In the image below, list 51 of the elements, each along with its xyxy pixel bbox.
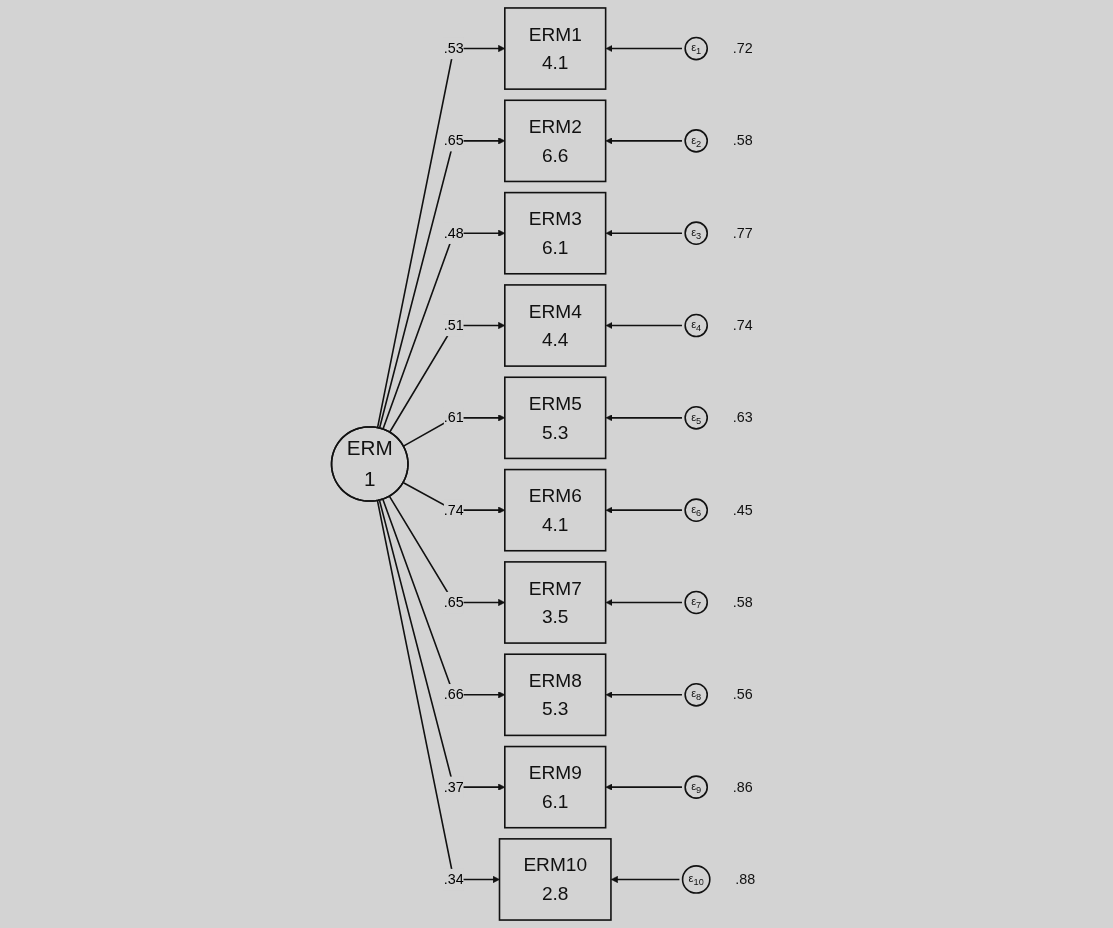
arrow [605, 599, 683, 606]
edge-label: .37 [443, 778, 464, 795]
arrow [605, 506, 683, 514]
node-label: .63 [732, 409, 753, 426]
node-label: .58 [732, 132, 753, 149]
node-label: .88 [735, 871, 756, 888]
node-circle: ε$_{5}$ [684, 406, 709, 430]
edge-label: .48 [443, 224, 464, 241]
arrow [605, 414, 683, 422]
arrow [605, 783, 683, 791]
edge-label: .61 [443, 409, 464, 426]
node-box: ERM5 5.3 [504, 376, 607, 460]
node-box: ERM7 3.5 [504, 561, 607, 644]
node-box: ERM6 4.1 [504, 468, 607, 552]
edge-label: .65 [443, 132, 464, 149]
node-circle: ε$_{2}$ [684, 129, 709, 153]
node-label: .45 [732, 501, 753, 518]
node-label: .58 [732, 594, 753, 611]
arrow [605, 45, 683, 53]
node-box: ERM2 6.6 [504, 99, 607, 183]
node-box: ERM9 6.1 [504, 745, 607, 829]
node-box: ERM3 6.1 [504, 191, 607, 275]
arrow [610, 875, 681, 883]
node-label: .74 [732, 317, 753, 334]
arrow [376, 500, 500, 883]
node-box: ERM10 2.8 [498, 838, 612, 921]
arrow [605, 229, 683, 237]
node-label: .56 [732, 686, 753, 703]
arrow [605, 691, 683, 699]
node-circle: ε$_{1}$ [684, 36, 709, 61]
arrow [605, 137, 683, 145]
node-circle: ε$_{9}$ [684, 775, 709, 799]
node-label: .86 [732, 778, 753, 795]
edge-label: .74 [443, 501, 464, 518]
edge-label: .53 [443, 40, 464, 57]
edge-label: .34 [443, 871, 464, 888]
edge-label: .66 [443, 686, 464, 703]
node-box: ERM1 4.1 [504, 7, 607, 90]
node-circle: ε$_{10}$ [681, 865, 711, 894]
node-box: ERM4 4.4 [504, 284, 607, 367]
node-circle: ε$_{4}$ [684, 313, 709, 338]
node-box: ERM8 5.3 [504, 653, 607, 737]
node-circle: ε$_{7}$ [684, 590, 709, 615]
node-circle: ε$_{3}$ [684, 221, 709, 246]
node-circle: ε$_{8}$ [684, 682, 709, 707]
edge-label: .65 [443, 594, 464, 611]
node-circle: ε$_{6}$ [684, 498, 709, 522]
node-label: .72 [732, 40, 753, 57]
arrow [605, 322, 683, 329]
node-label: .77 [732, 224, 753, 241]
edge-label: .51 [443, 317, 464, 334]
